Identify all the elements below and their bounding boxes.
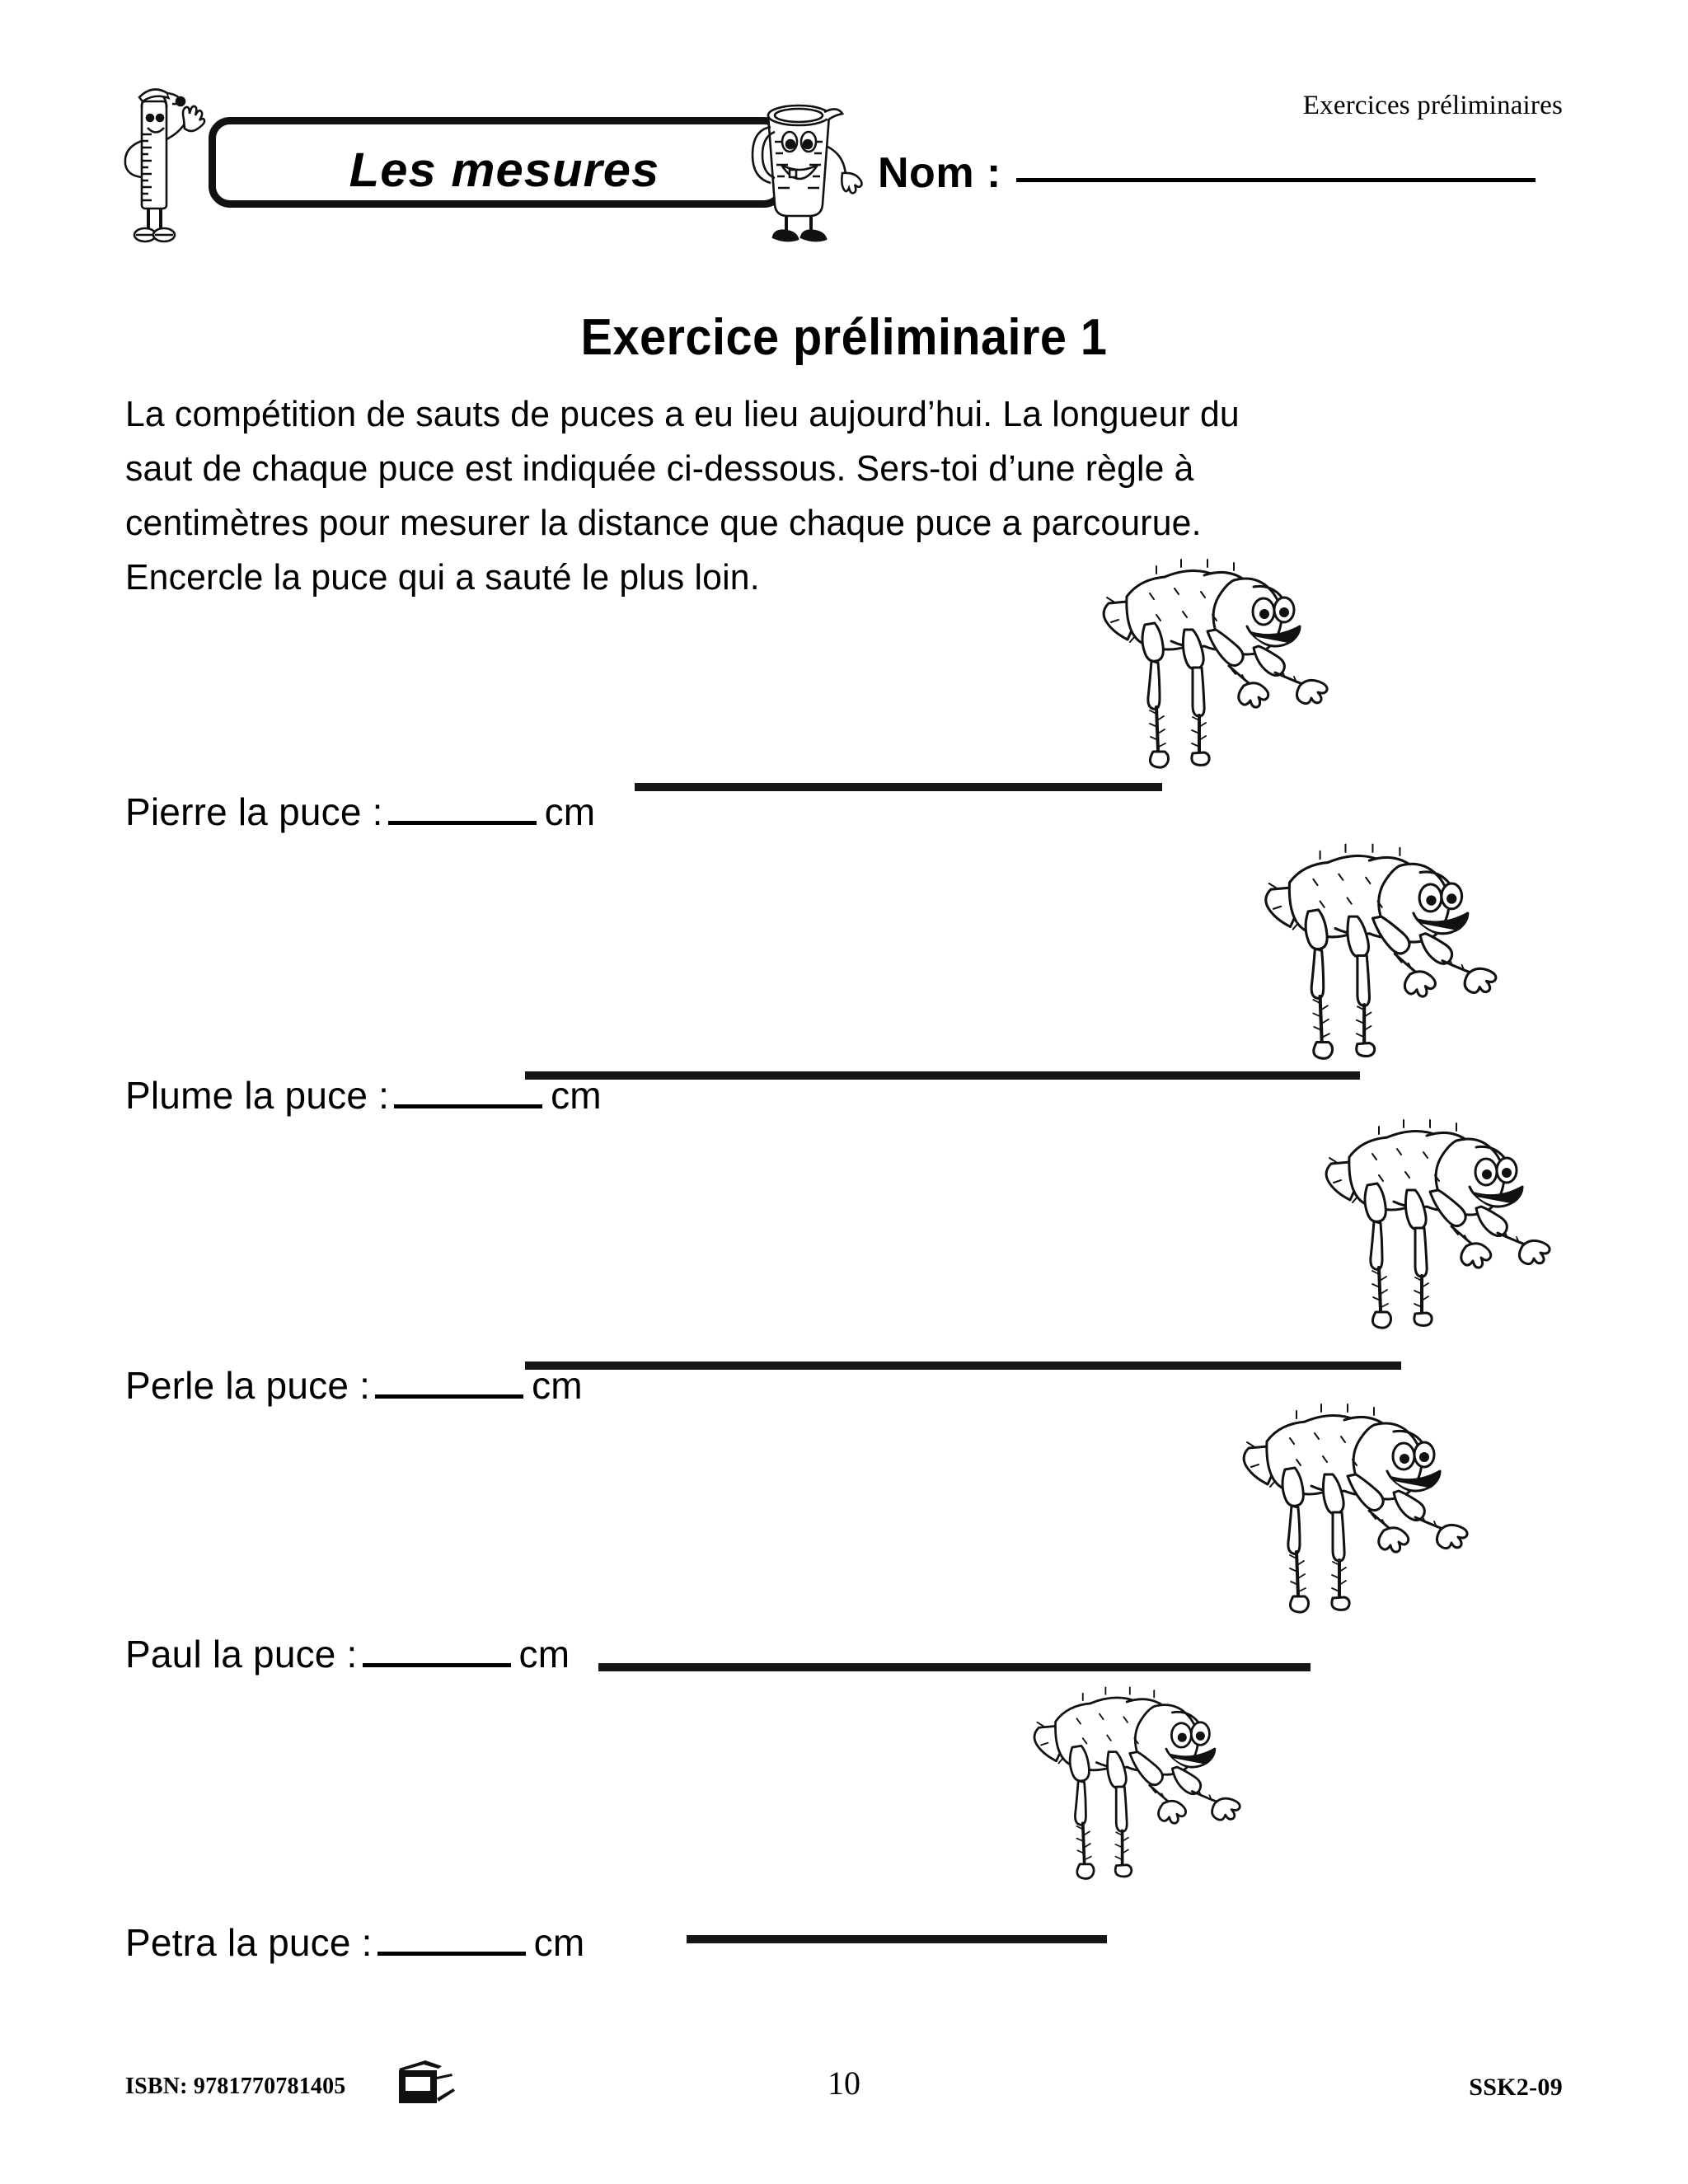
jump-distance-line [525,1361,1401,1370]
intro-paragraph: La compétition de sauts de puces a eu li… [125,387,1518,605]
answer-blank[interactable] [375,1366,524,1399]
unit-label: cm [532,1364,583,1407]
jump-distance-line [598,1663,1311,1671]
measuring-cup-character-icon [725,76,870,253]
unit-label: cm [551,1074,602,1117]
flea-illustration [1199,1389,1471,1640]
unit-label: cm [544,790,596,833]
section-label: Exercices préliminaires [1302,91,1563,120]
answer-blank[interactable] [377,1924,526,1956]
page-title: Exercice préliminaire 1 [580,309,1108,366]
name-input-line[interactable] [1015,178,1536,182]
flea-row-label: Pierre la puce : cm [125,790,595,834]
flea-row-label: Petra la puce : cm [125,1920,584,1965]
flea-row-label: Plume la puce : cm [125,1073,602,1118]
intro-line: Encercle la puce qui a sauté le plus loi… [125,557,760,598]
flea-name-label: Petra la puce : [125,1921,373,1964]
flea-illustration [1059,544,1331,795]
flea-illustration [993,1673,1244,1905]
answer-blank[interactable] [387,793,537,825]
unit-label: cm [518,1633,570,1675]
page-number: 10 [828,2064,860,2102]
banner-plate: Les mesures [209,117,785,208]
jump-distance-line [525,1071,1360,1080]
intro-line: saut de chaque puce est indiquée ci-dess… [125,448,1194,489]
page-footer: ISBN: 9781770781405 10 SSK2-09 [0,2055,1688,2121]
banner: Les mesures [111,88,863,243]
flea-name-label: Pierre la puce : [125,790,383,833]
name-field-row: Nom : [878,148,1536,198]
unit-label: cm [533,1921,585,1964]
flea-name-label: Perle la puce : [125,1364,371,1407]
intro-line: La compétition de sauts de puces a eu li… [125,394,1240,434]
flea-row-label: Paul la puce : cm [125,1632,570,1676]
ruler-character-icon [111,70,210,251]
answer-blank[interactable] [362,1635,511,1667]
answer-blank[interactable] [394,1076,543,1108]
banner-title: Les mesures [349,143,660,197]
flea-illustration [1282,1104,1554,1356]
jump-distance-line [687,1935,1107,1943]
name-label: Nom : [878,149,1001,197]
product-code: SSK2-09 [1469,2074,1563,2101]
open-book-icon [387,2055,458,2114]
jump-distance-line [635,783,1162,791]
intro-line: centimètres pour mesurer la distance que… [125,503,1202,543]
flea-row-label: Perle la puce : cm [125,1363,583,1408]
flea-name-label: Paul la puce : [125,1633,358,1675]
flea-name-label: Plume la puce : [125,1074,390,1117]
flea-illustration [1220,828,1500,1087]
isbn-text: ISBN: 9781770781405 [125,2074,346,2099]
